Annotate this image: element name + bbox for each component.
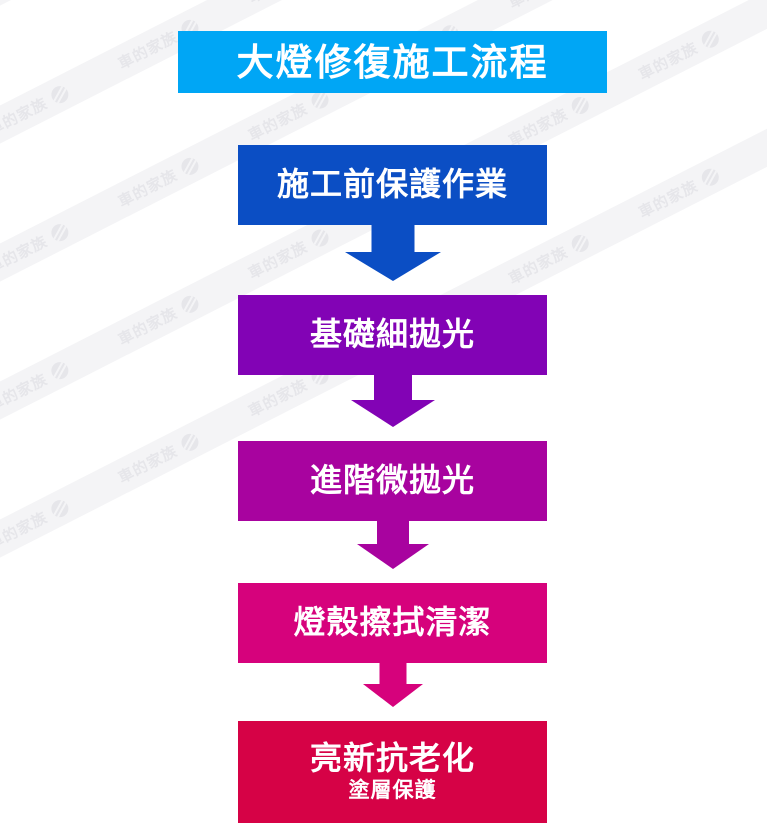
chart-title-banner: 大燈修復施工流程 (178, 31, 607, 93)
flow-gap (238, 427, 547, 441)
flow-step-label: 亮新抗老化 (309, 739, 475, 776)
flow-step: 進階微拋光 (238, 441, 547, 569)
flow-step-label: 基礎細拋光 (309, 316, 475, 353)
flow-step-label: 燈殼擦拭清潔 (293, 604, 492, 641)
flow-step-box[interactable]: 燈殼擦拭清潔 (238, 583, 547, 663)
flow-step-box[interactable]: 亮新抗老化塗層保護 (238, 721, 547, 823)
flow-gap (238, 707, 547, 721)
flow-arrow-down-icon (344, 225, 441, 281)
flow-arrow-down-icon (362, 663, 423, 707)
flow-step-box[interactable]: 進階微拋光 (238, 441, 547, 521)
flow-step-box[interactable]: 基礎細拋光 (238, 295, 547, 375)
flow-step-stack: 施工前保護作業基礎細拋光進階微拋光燈殼擦拭清潔亮新抗老化塗層保護 (238, 145, 547, 823)
flow-gap (238, 281, 547, 295)
flow-step: 基礎細拋光 (238, 295, 547, 427)
flow-arrow-down-icon (356, 521, 429, 569)
flow-gap (238, 569, 547, 583)
flowchart-root: 大燈修復施工流程 施工前保護作業基礎細拋光進階微拋光燈殼擦拭清潔亮新抗老化塗層保… (178, 31, 607, 823)
flow-step-label: 施工前保護作業 (276, 166, 508, 203)
flow-step: 亮新抗老化塗層保護 (238, 721, 547, 823)
flow-step: 施工前保護作業 (238, 145, 547, 281)
flow-step-label: 進階微拋光 (309, 462, 475, 499)
flow-step-sublabel: 塗層保護 (348, 779, 437, 803)
flow-arrow-down-icon (350, 375, 435, 427)
flow-step: 燈殼擦拭清潔 (238, 583, 547, 707)
flow-step-box[interactable]: 施工前保護作業 (238, 145, 547, 225)
page-title: 大燈修復施工流程 (236, 41, 549, 83)
